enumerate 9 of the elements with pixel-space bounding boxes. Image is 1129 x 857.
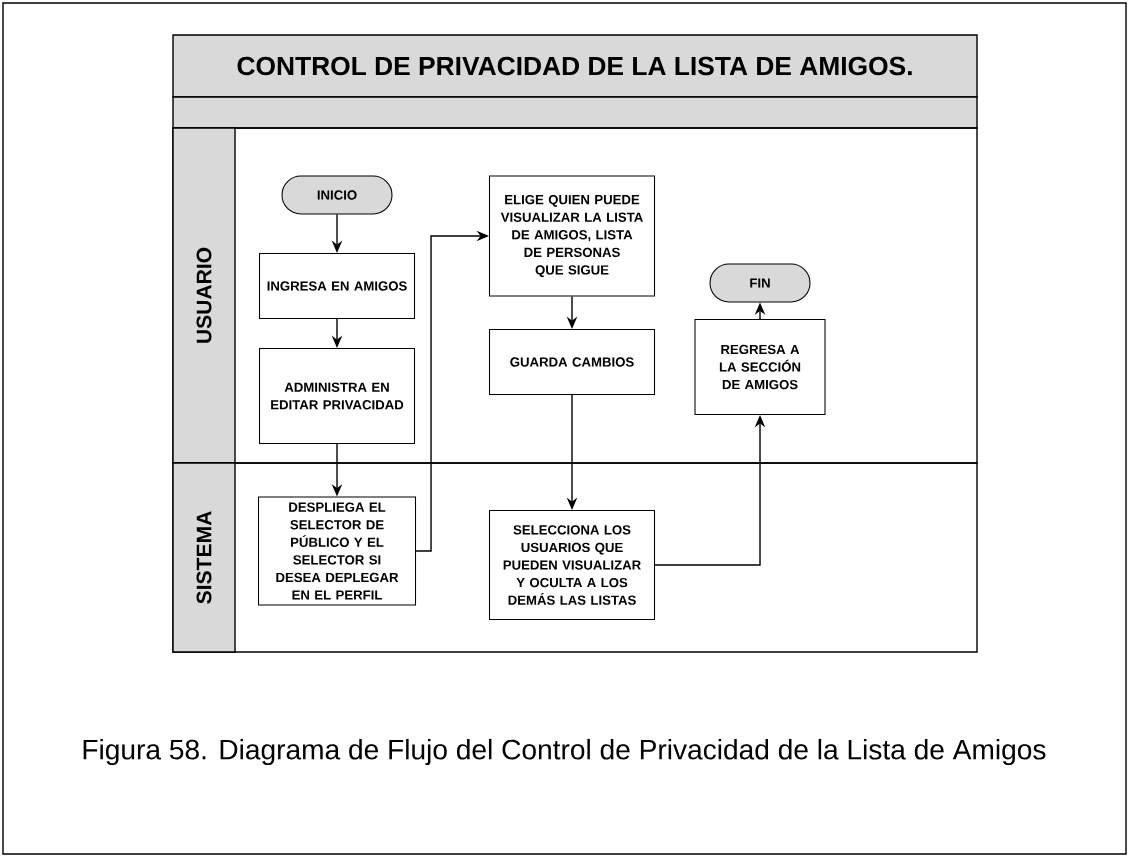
- process-box: INGRESA EN AMIGOS: [259, 252, 416, 320]
- figure-caption: Figura 58. Diagrama de Flujo del Control de Privacidad de la Lista de Amigos: [83, 738, 1046, 766]
- process-box: ADMINISTRA EN EDITAR PRIVACIDAD: [259, 347, 416, 445]
- process-box: REGRESA A LA SECCIÓN DE AMIGOS: [694, 318, 826, 416]
- process-box: DESPLIEGA EL SELECTOR DE PÚBLICO Y EL SELECTOR SI DESEA DEPLEGAR EN EL PERFIL: [258, 496, 417, 606]
- process-box: SELECCIONA LOS USUARIOS QUE PUEDEN VISUALIZAR Y OCULTA A LOS DEMÁS LAS LISTAS: [489, 510, 656, 621]
- process-box: ELIGE QUIEN PUEDE VISUALIZAR LA LISTA DE AMIGOS, LISTA DE PERSONAS QUE SIGUE: [489, 175, 656, 297]
- title-band: CONTROL DE PRIVACIDAD DE LA LISTA DE AMIGOS.: [172, 34, 978, 98]
- process-box: GUARDA CAMBIOS: [489, 329, 656, 396]
